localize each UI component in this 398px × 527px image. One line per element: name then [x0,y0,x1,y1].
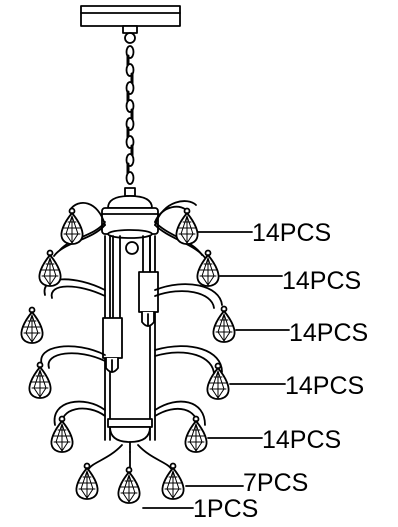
crystal-pendants [20,207,236,504]
label-row-3: 14PCS [289,319,369,347]
ceiling-canopy [80,5,181,44]
crystal-pendant [75,462,99,500]
crystal-pendant [161,462,185,500]
crystal-pendant [50,415,74,453]
bottom-cap [107,418,153,453]
bulb-holder-right [125,235,159,327]
leader-lines [142,231,290,509]
crystal-pendant [38,249,62,287]
chain-link [125,171,135,185]
crystal-pendant [20,306,44,344]
label-row-7: 1PCS [193,495,259,523]
label-row-4: 14PCS [285,372,365,400]
crystal-pendant [117,466,141,504]
crystal-pendant [212,305,236,343]
crystal-pendant [28,361,52,399]
label-row-1: 14PCS [252,219,332,247]
bulb-holder-left [102,235,123,373]
hanging-chain [125,45,135,185]
label-row-5: 14PCS [262,426,342,454]
label-row-6: 7PCS [243,469,309,497]
crystal-pendant [60,207,84,245]
label-row-2: 14PCS [282,267,362,295]
crystal-pendant [206,362,230,400]
top-cap [101,187,159,239]
crystal-pendant [196,249,220,287]
crystal-pendant [175,207,199,245]
crystal-pendant [184,415,208,453]
